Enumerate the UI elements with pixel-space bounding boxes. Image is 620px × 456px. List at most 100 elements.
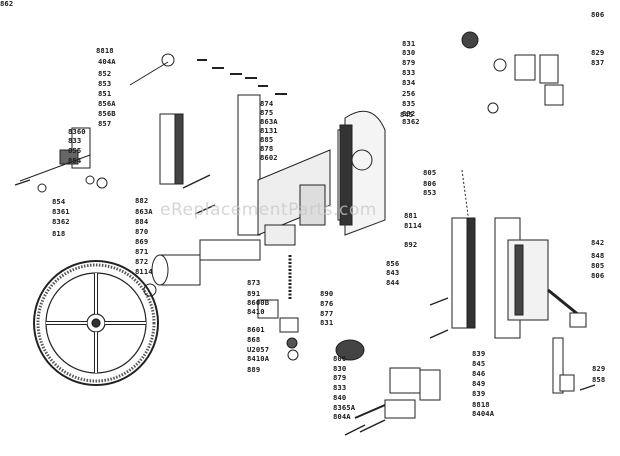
part-label-9: 833: [68, 136, 82, 145]
left-bracket: [19, 127, 108, 193]
drive-wheel: [33, 260, 159, 386]
part-label-22: 8602: [260, 153, 278, 162]
part-label-16: 874: [260, 99, 274, 108]
part-label-65: 889: [247, 365, 261, 374]
part-label-67: 876: [320, 299, 334, 308]
part-label-31: 845: [400, 110, 414, 119]
part-label-38: 831: [402, 39, 416, 48]
spindle-assembly: [143, 224, 296, 300]
part-label-33: 806: [423, 179, 437, 188]
part-label-28: 871: [135, 247, 149, 256]
part-label-15: 818: [52, 229, 66, 238]
part-label-64: 8410A: [247, 354, 270, 363]
part-label-60: 8410: [247, 307, 265, 316]
part-label-53: 806: [591, 271, 605, 280]
part-label-50: 842: [591, 238, 605, 247]
part-label-47: 806: [591, 10, 605, 19]
part-label-75: 8365A: [333, 403, 356, 412]
part-label-4: 851: [98, 89, 112, 98]
part-label-35: 881: [404, 211, 418, 220]
part-label-24: 863A: [135, 207, 153, 216]
part-label-78: 845: [472, 359, 486, 368]
part-label-11: 854: [68, 156, 82, 165]
part-label-86: 862: [0, 0, 14, 8]
part-label-26: 870: [135, 227, 149, 236]
part-label-81: 839: [472, 389, 486, 398]
bottom-right-bar: [552, 337, 575, 394]
part-label-48: 829: [591, 48, 605, 57]
part-label-72: 879: [333, 373, 347, 382]
part-label-41: 833: [402, 68, 416, 77]
part-label-27: 869: [135, 237, 149, 246]
part-label-84: 829: [592, 364, 606, 373]
part-label-55: 843: [386, 268, 400, 277]
part-label-40: 879: [402, 58, 416, 67]
part-label-37: 892: [404, 240, 418, 249]
part-label-1: 404A: [98, 57, 116, 66]
part-label-3: 853: [98, 79, 112, 88]
part-label-68: 877: [320, 309, 334, 318]
part-label-49: 837: [591, 58, 605, 67]
part-label-13: 8361: [52, 207, 70, 216]
part-label-8: 8360: [68, 127, 86, 136]
part-label-69: 831: [320, 318, 334, 327]
part-label-19: 8131: [260, 126, 278, 135]
part-label-62: 868: [247, 335, 261, 344]
part-label-42: 834: [402, 78, 416, 87]
part-label-36: 8114: [404, 221, 422, 230]
part-label-21: 878: [260, 144, 274, 153]
part-label-10: 855: [68, 146, 82, 155]
part-label-25: 884: [135, 217, 149, 226]
part-label-43: 256: [402, 89, 416, 98]
part-label-79: 846: [472, 369, 486, 378]
watermark: eReplacementParts.com: [160, 200, 377, 220]
upper-guide-post: [129, 53, 184, 185]
part-label-17: 875: [260, 108, 274, 117]
part-label-7: 857: [98, 119, 112, 128]
part-label-71: 830: [333, 364, 347, 373]
part-label-34: 853: [423, 188, 437, 197]
part-label-66: 890: [320, 289, 334, 298]
part-label-12: 854: [52, 197, 66, 206]
part-label-46: 8362: [402, 117, 420, 126]
part-label-61: 8601: [247, 325, 265, 334]
part-label-29: 872: [135, 257, 149, 266]
part-label-80: 849: [472, 379, 486, 388]
part-label-58: 891: [247, 289, 261, 298]
part-label-74: 840: [333, 393, 347, 402]
part-label-39: 830: [402, 48, 416, 57]
part-label-77: 839: [472, 349, 486, 358]
part-label-70: 806: [333, 354, 347, 363]
lower-guide-assembly: [335, 339, 441, 419]
upper-right-assembly: [461, 31, 564, 114]
part-label-20: 885: [260, 135, 274, 144]
part-label-44: 835: [402, 99, 416, 108]
part-label-14: 8362: [52, 217, 70, 226]
part-label-32: 805: [423, 168, 437, 177]
part-label-73: 833: [333, 383, 347, 392]
part-label-18: 863A: [260, 117, 278, 126]
part-label-54: 856: [386, 259, 400, 268]
part-label-51: 848: [591, 251, 605, 260]
part-label-23: 882: [135, 196, 149, 205]
part-label-0: 8818: [96, 46, 114, 55]
part-label-76: 804A: [333, 412, 351, 421]
lower-bracket: [257, 299, 299, 361]
part-label-30: 8114: [135, 267, 153, 276]
part-label-52: 805: [591, 261, 605, 270]
part-label-59: 8600B: [247, 298, 270, 307]
upper-frame: [237, 94, 386, 236]
part-label-57: 873: [247, 278, 261, 287]
part-label-83: 8404A: [472, 409, 495, 418]
right-column: [451, 169, 587, 339]
bolts: [14, 174, 596, 436]
part-label-82: 8818: [472, 400, 490, 409]
part-label-5: 856A: [98, 99, 116, 108]
part-label-85: 858: [592, 375, 606, 384]
part-label-45: 832: [402, 109, 416, 118]
chain: [197, 59, 287, 95]
part-label-6: 856B: [98, 109, 116, 118]
part-label-63: U2057: [247, 345, 270, 354]
